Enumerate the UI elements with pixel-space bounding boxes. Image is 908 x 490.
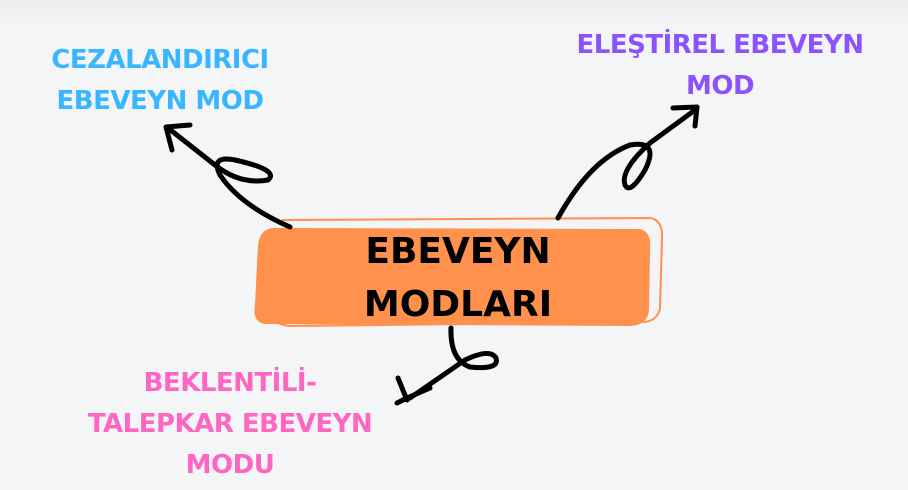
- branch-line: CEZALANDIRICI: [51, 45, 269, 75]
- arrowhead-left: [163, 122, 193, 153]
- branch-line: BEKLENTİLİ-: [143, 368, 317, 398]
- branch-line: MOD: [685, 71, 755, 101]
- branch-demanding-parent: BEKLENTİLİ- TALEPKAR EBEVEYN MODU: [60, 363, 400, 486]
- branch-line: EBEVEYN MOD: [56, 86, 264, 116]
- branch-line: MODU: [185, 450, 275, 480]
- branch-line: TALEPKAR EBEVEYN: [87, 409, 373, 439]
- center-line: MODLARI: [363, 284, 553, 325]
- center-box: [254, 216, 664, 328]
- arrow-bottom: [407, 325, 499, 401]
- branch-critical-parent: ELEŞTİREL EBEVEYN MOD: [560, 25, 880, 107]
- arrow-right: [555, 107, 698, 221]
- arrowhead-bottom: [394, 375, 433, 406]
- center-line: EBEVEYN: [365, 231, 551, 272]
- branch-punitive-parent: CEZALANDIRICI EBEVEYN MOD: [20, 40, 300, 122]
- top-shade: [0, 0, 908, 30]
- center-title: EBEVEYN MODLARI: [258, 225, 658, 331]
- arrowhead-right: [670, 104, 700, 129]
- arrow-left: [165, 125, 293, 230]
- branch-line: ELEŞTİREL EBEVEYN: [576, 30, 864, 60]
